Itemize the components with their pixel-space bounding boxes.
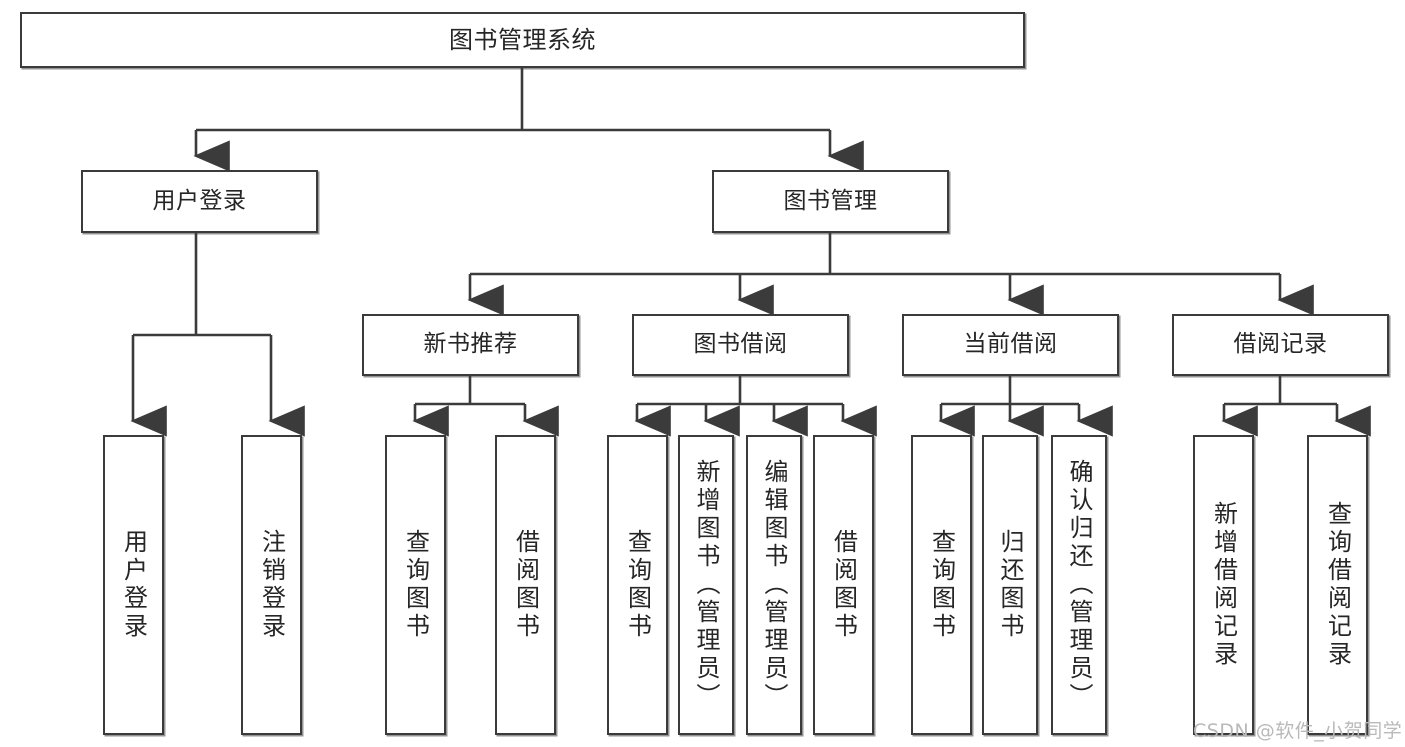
node-label: 用户登录 <box>152 187 247 214</box>
node-label: 借阅图书 <box>511 529 540 641</box>
leaf-node-borrow-book[interactable]: 借阅图书 <box>813 435 874 735</box>
leaf-node-user-login[interactable]: 用户登录 <box>103 435 164 735</box>
node-label: 归还图书 <box>996 529 1024 641</box>
node-label: 编辑图书（管理员） <box>760 459 788 711</box>
leaf-node-logout-login[interactable]: 注销登录 <box>241 435 302 735</box>
node-label: 新增借阅记录 <box>1209 501 1238 669</box>
leaf-node-query-book-borrow[interactable]: 查询图书 <box>607 435 668 735</box>
leaf-node-return-book[interactable]: 归还图书 <box>982 435 1038 735</box>
leaf-node-query-borrow-record[interactable]: 查询借阅记录 <box>1307 435 1368 735</box>
leaf-node-borrow-book-recommend[interactable]: 借阅图书 <box>495 435 556 735</box>
node-user-login[interactable]: 用户登录 <box>81 170 318 233</box>
leaf-node-add-borrow-record[interactable]: 新增借阅记录 <box>1193 435 1254 735</box>
node-label: 查询图书 <box>623 529 652 641</box>
node-label: 用户登录 <box>119 529 148 641</box>
node-label: 确认归还（管理员） <box>1065 459 1093 711</box>
leaf-node-edit-book-admin[interactable]: 编辑图书（管理员） <box>746 435 802 735</box>
node-label: 新增图书（管理员） <box>692 459 720 711</box>
node-label: 图书管理系统 <box>449 25 596 54</box>
csdn-watermark: CSDN @软件_小贺同学 <box>1193 720 1403 742</box>
node-label: 查询图书 <box>401 529 430 641</box>
node-book-management[interactable]: 图书管理 <box>712 170 949 233</box>
node-label: 查询借阅记录 <box>1323 501 1352 669</box>
node-label: 图书管理 <box>783 187 878 214</box>
node-label: 图书借阅 <box>693 331 788 358</box>
node-current-borrow[interactable]: 当前借阅 <box>902 314 1119 376</box>
leaf-node-add-book-admin[interactable]: 新增图书（管理员） <box>678 435 734 735</box>
node-label: 借阅记录 <box>1233 331 1328 358</box>
node-borrow-record[interactable]: 借阅记录 <box>1172 314 1389 376</box>
node-root-book-management-system[interactable]: 图书管理系统 <box>20 12 1025 68</box>
leaf-node-query-book-recommend[interactable]: 查询图书 <box>385 435 446 735</box>
node-book-borrow[interactable]: 图书借阅 <box>632 314 849 376</box>
leaf-node-query-book-current[interactable]: 查询图书 <box>911 435 972 735</box>
node-new-book-recommend[interactable]: 新书推荐 <box>362 314 579 376</box>
node-label: 当前借阅 <box>963 331 1058 358</box>
node-label: 注销登录 <box>257 529 286 641</box>
node-label: 新书推荐 <box>423 331 518 358</box>
node-label: 查询图书 <box>927 529 956 641</box>
leaf-node-confirm-return-admin[interactable]: 确认归还（管理员） <box>1051 435 1107 735</box>
node-label: 借阅图书 <box>829 529 858 641</box>
